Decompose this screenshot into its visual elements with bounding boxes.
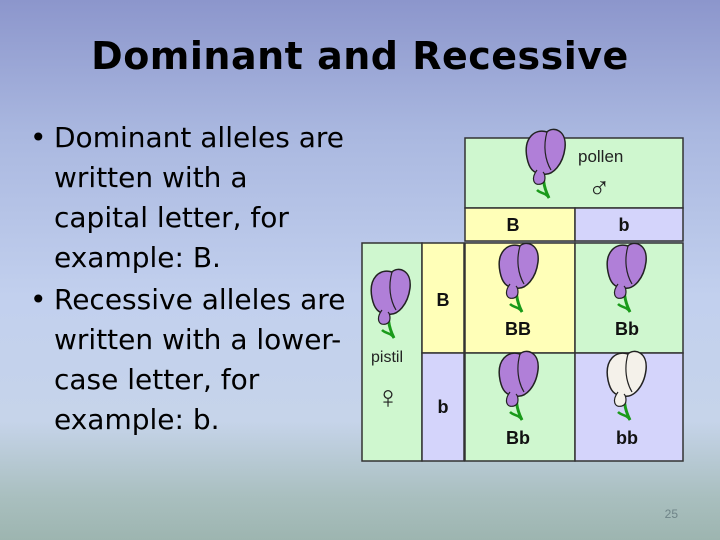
bullet-list: • Dominant alleles are written with a ca…: [30, 118, 350, 442]
side-allele-b: b: [438, 397, 449, 417]
side-allele-B: B: [437, 290, 450, 310]
slide-number: 25: [664, 507, 678, 521]
top-allele-B: B: [507, 215, 520, 235]
bullet-text: Dominant alleles are written with a capi…: [54, 121, 344, 274]
pistil-header-cell: [361, 242, 423, 462]
genotype-label: bb: [616, 428, 638, 448]
pollen-header-cell: [464, 137, 684, 209]
side-allele-cell-B: [421, 242, 465, 354]
genotype-label: BB: [505, 319, 531, 339]
top-allele-cell-B: [464, 207, 576, 242]
bullet-dot: •: [30, 121, 47, 154]
bullet-item: • Dominant alleles are written with a ca…: [30, 118, 350, 278]
bullet-dot: •: [30, 283, 47, 316]
pollen-label: pollen: [578, 147, 623, 166]
pistil-label: pistil: [371, 349, 403, 366]
genotype-label: Bb: [615, 319, 639, 339]
female-symbol: ♀: [376, 379, 400, 415]
bullet-text: Recessive alleles are written with a low…: [54, 283, 346, 436]
male-symbol: ♂: [588, 172, 611, 205]
side-allele-cell-b: [421, 352, 465, 462]
slide-title: Dominant and Recessive: [91, 34, 629, 78]
genotype-label: Bb: [506, 428, 530, 448]
top-allele-cell-b: [574, 207, 684, 242]
top-allele-b: b: [619, 215, 630, 235]
bullet-item: • Recessive alleles are written with a l…: [30, 280, 350, 440]
